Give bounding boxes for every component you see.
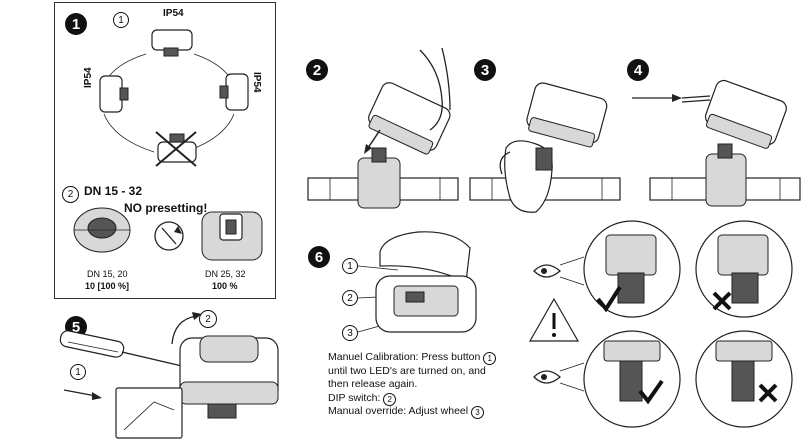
actuator-icon-right <box>219 73 249 111</box>
actuator-icon-left <box>99 75 129 113</box>
no-presetting-label: NO presetting! <box>124 201 208 215</box>
dn-small-label: DN 15, 20 <box>87 269 128 279</box>
installation-orientation-panel <box>54 2 276 299</box>
calibration-line-2: until two LED's are turned on, and <box>328 364 486 377</box>
step-4-cable-diagram <box>632 79 801 207</box>
calibration-line-1: Manuel Calibration: Press button <box>328 351 481 363</box>
eye-icon-lower <box>533 362 585 392</box>
step-2-mount-actuator-diagram <box>307 47 459 209</box>
actuator-icon <box>368 82 451 155</box>
step-6-callout-3: 3 <box>342 325 358 341</box>
step-3-tighten-diagram <box>469 82 621 213</box>
actuator-icon-top <box>151 29 193 57</box>
dn-large-value: 100 % <box>212 281 238 291</box>
dn-range-label: DN 15 - 32 <box>84 184 143 198</box>
actuator-icon-bottom-forbidden <box>155 131 197 167</box>
sub-step-2-marker: 2 <box>62 186 79 203</box>
step-1-badge: 1 <box>65 13 87 35</box>
hand-icon <box>419 47 451 131</box>
check-icon <box>596 285 622 313</box>
dip-switch-label: DIP switch: <box>328 391 381 404</box>
actuator-icon <box>704 79 787 149</box>
dn-large-label: DN 25, 32 <box>205 269 246 279</box>
visual-check-diagram <box>528 220 793 428</box>
step-5-remove-cover-diagram <box>59 312 279 439</box>
step-6-open-actuator-diagram <box>357 231 477 333</box>
rotate-arrow-icon <box>154 221 184 251</box>
step-5-sub-1-marker: 1 <box>70 364 86 380</box>
screwdriver-icon <box>59 330 183 367</box>
step-6-callout-1: 1 <box>342 258 358 274</box>
actuator-icon <box>179 335 279 419</box>
actuator-icon <box>526 82 608 148</box>
calibration-line-3: then release again. <box>328 378 418 390</box>
check-icon-lower <box>638 379 664 405</box>
valve-presetting-diagram <box>73 207 263 261</box>
dn-small-value: 10 [100 %] <box>85 281 130 291</box>
step-3-badge: 3 <box>474 59 496 81</box>
eye-icon <box>533 256 585 286</box>
warning-icon <box>528 297 580 342</box>
manual-override-ref: 3 <box>471 406 485 420</box>
step-6-badge: 6 <box>308 246 330 268</box>
valve-icon-large <box>201 211 263 261</box>
sub-step-1-marker: 1 <box>113 12 129 28</box>
cross-icon-lower <box>758 383 778 403</box>
orientation-diagram <box>99 29 249 167</box>
calibration-instructions: Manuel Calibration: Press button 1 until… <box>328 351 497 420</box>
actuator-icon <box>375 231 477 333</box>
step-6-callout-2: 2 <box>342 290 358 306</box>
step-5-sub-2-marker: 2 <box>199 310 217 328</box>
manual-override-label: Manual override: Adjust wheel <box>328 405 469 417</box>
ip-rating-top: IP54 <box>163 8 184 19</box>
step-2-badge: 2 <box>306 59 328 81</box>
cross-icon <box>712 291 732 311</box>
calibration-button-ref: 1 <box>483 352 497 366</box>
valve-icon-small <box>73 207 131 253</box>
dip-switch-ref: 2 <box>383 392 397 406</box>
step-4-badge: 4 <box>627 59 649 81</box>
